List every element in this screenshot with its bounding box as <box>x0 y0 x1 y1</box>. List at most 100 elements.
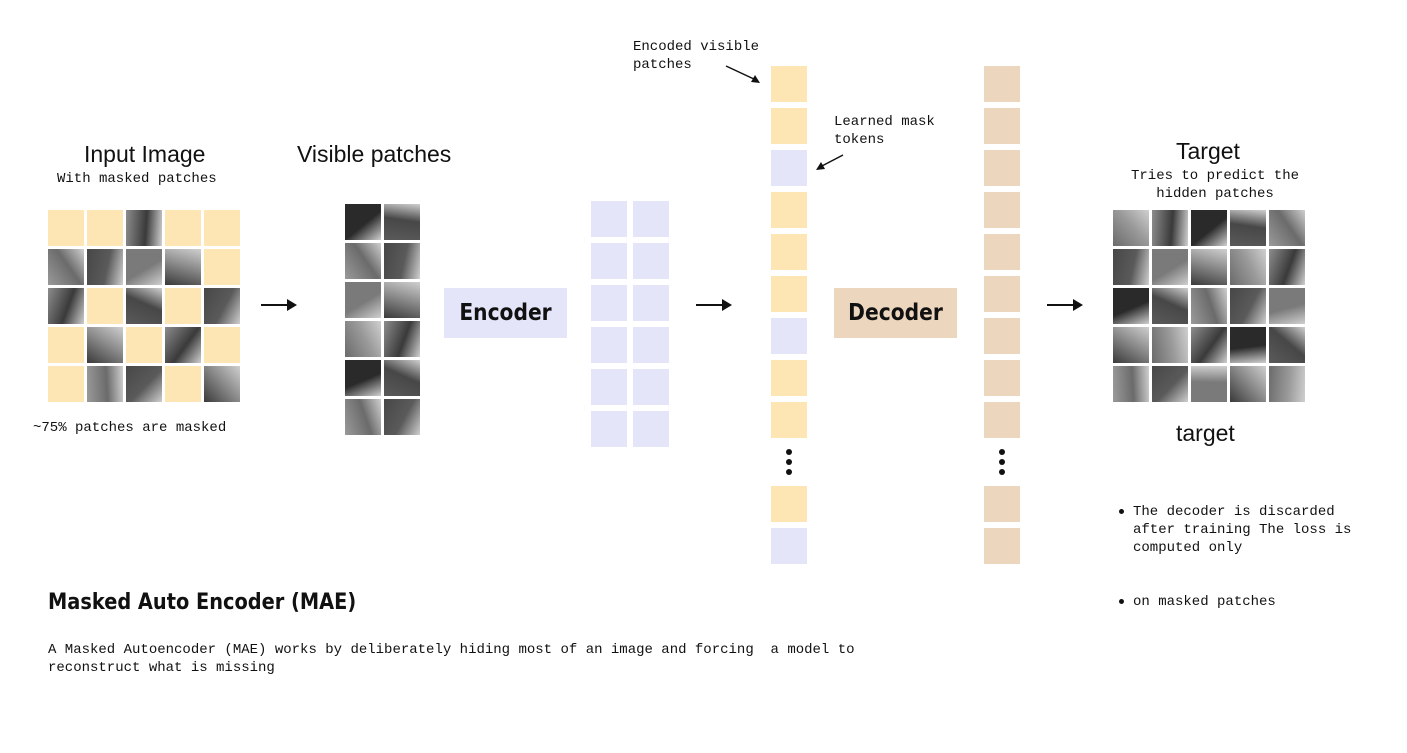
visible-patches-grid <box>345 204 420 435</box>
right-arrow-icon <box>696 304 730 306</box>
encoded-token <box>591 369 627 405</box>
image-patch <box>126 210 162 246</box>
encoder-label: Encoder <box>451 288 559 338</box>
image-patch <box>204 288 240 324</box>
masked-patch <box>48 327 84 363</box>
image-patch <box>384 282 420 318</box>
masked-patch <box>48 210 84 246</box>
image-patch <box>1152 366 1188 402</box>
decoder-output-token <box>984 486 1020 522</box>
target-caption: target <box>1176 420 1235 447</box>
target-notes: The decoder is discarded after training … <box>1117 467 1351 629</box>
image-patch <box>1113 249 1149 285</box>
encoded-token <box>633 243 669 279</box>
target-image-grid <box>1113 210 1305 402</box>
input-image-subtitle: With masked patches <box>57 170 217 188</box>
encoded-visible-token <box>771 360 807 396</box>
image-patch <box>1230 249 1266 285</box>
decoder-output-token <box>984 66 1020 102</box>
encoded-visible-token <box>771 486 807 522</box>
masked-patch <box>165 366 201 402</box>
image-patch <box>345 360 381 396</box>
decoder-output-token <box>984 192 1020 228</box>
annotation-arrow-icon <box>812 153 846 173</box>
right-arrow-icon <box>261 304 295 306</box>
image-patch <box>1191 327 1227 363</box>
visible-patches-title: Visible patches <box>297 141 451 168</box>
encoded-visible-token <box>771 66 807 102</box>
decoder-output-token <box>984 150 1020 186</box>
image-patch <box>1113 327 1149 363</box>
image-patch <box>345 282 381 318</box>
image-patch <box>87 366 123 402</box>
masked-patch <box>87 210 123 246</box>
image-patch <box>1113 210 1149 246</box>
masked-patch <box>126 327 162 363</box>
encoded-visible-token <box>771 402 807 438</box>
mask-token <box>771 318 807 354</box>
image-patch <box>1269 249 1305 285</box>
image-patch <box>87 327 123 363</box>
mask-token <box>771 150 807 186</box>
encoded-visible-token <box>771 234 807 270</box>
decoder-label: Decoder <box>841 288 949 338</box>
image-patch <box>1269 288 1305 324</box>
encoded-token <box>591 327 627 363</box>
image-patch <box>1230 288 1266 324</box>
encoded-token <box>591 411 627 447</box>
image-patch <box>1152 210 1188 246</box>
image-patch <box>1269 327 1305 363</box>
annotation-arrow-icon <box>724 64 764 86</box>
image-patch <box>126 366 162 402</box>
image-patch <box>126 249 162 285</box>
footer-description: A Masked Autoencoder (MAE) works by deli… <box>48 641 855 677</box>
decoder-output-token <box>984 402 1020 438</box>
image-patch <box>345 399 381 435</box>
image-patch <box>345 243 381 279</box>
masked-patch <box>87 288 123 324</box>
mask-tokens-annotation: Learned mask tokens <box>834 113 935 149</box>
encoded-token <box>633 411 669 447</box>
footer-title: Masked Auto Encoder (MAE) <box>48 590 356 615</box>
masked-patch <box>204 327 240 363</box>
image-patch <box>1230 366 1266 402</box>
image-patch <box>1230 210 1266 246</box>
ellipsis-icon <box>771 444 807 480</box>
image-patch <box>384 321 420 357</box>
image-patch <box>1152 288 1188 324</box>
image-patch <box>1152 327 1188 363</box>
image-patch <box>1191 210 1227 246</box>
image-patch <box>87 249 123 285</box>
image-patch <box>384 399 420 435</box>
encoded-visible-token <box>771 276 807 312</box>
masked-patch <box>165 288 201 324</box>
image-patch <box>1191 288 1227 324</box>
decoder-output-token <box>984 360 1020 396</box>
image-patch <box>384 204 420 240</box>
image-patch <box>165 249 201 285</box>
image-patch <box>1191 366 1227 402</box>
masked-patch <box>165 210 201 246</box>
note-item: The decoder is discarded after training … <box>1117 503 1351 557</box>
decoder-output-column <box>984 66 1020 570</box>
image-patch <box>165 327 201 363</box>
ellipsis-icon <box>984 444 1020 480</box>
encoded-token <box>591 243 627 279</box>
image-patch <box>345 321 381 357</box>
input-image-grid <box>48 210 240 402</box>
image-patch <box>48 249 84 285</box>
image-patch <box>48 288 84 324</box>
image-patch <box>1191 249 1227 285</box>
encoded-visible-token <box>771 108 807 144</box>
image-patch <box>384 360 420 396</box>
encoded-token <box>633 327 669 363</box>
encoded-tokens-grid <box>591 201 669 447</box>
image-patch <box>126 288 162 324</box>
input-image-caption: ~75% patches are masked <box>33 419 226 437</box>
decoder-output-token <box>984 234 1020 270</box>
decoder-output-token <box>984 108 1020 144</box>
encoded-token <box>633 285 669 321</box>
mask-token <box>771 528 807 564</box>
image-patch <box>1269 210 1305 246</box>
image-patch <box>1113 366 1149 402</box>
